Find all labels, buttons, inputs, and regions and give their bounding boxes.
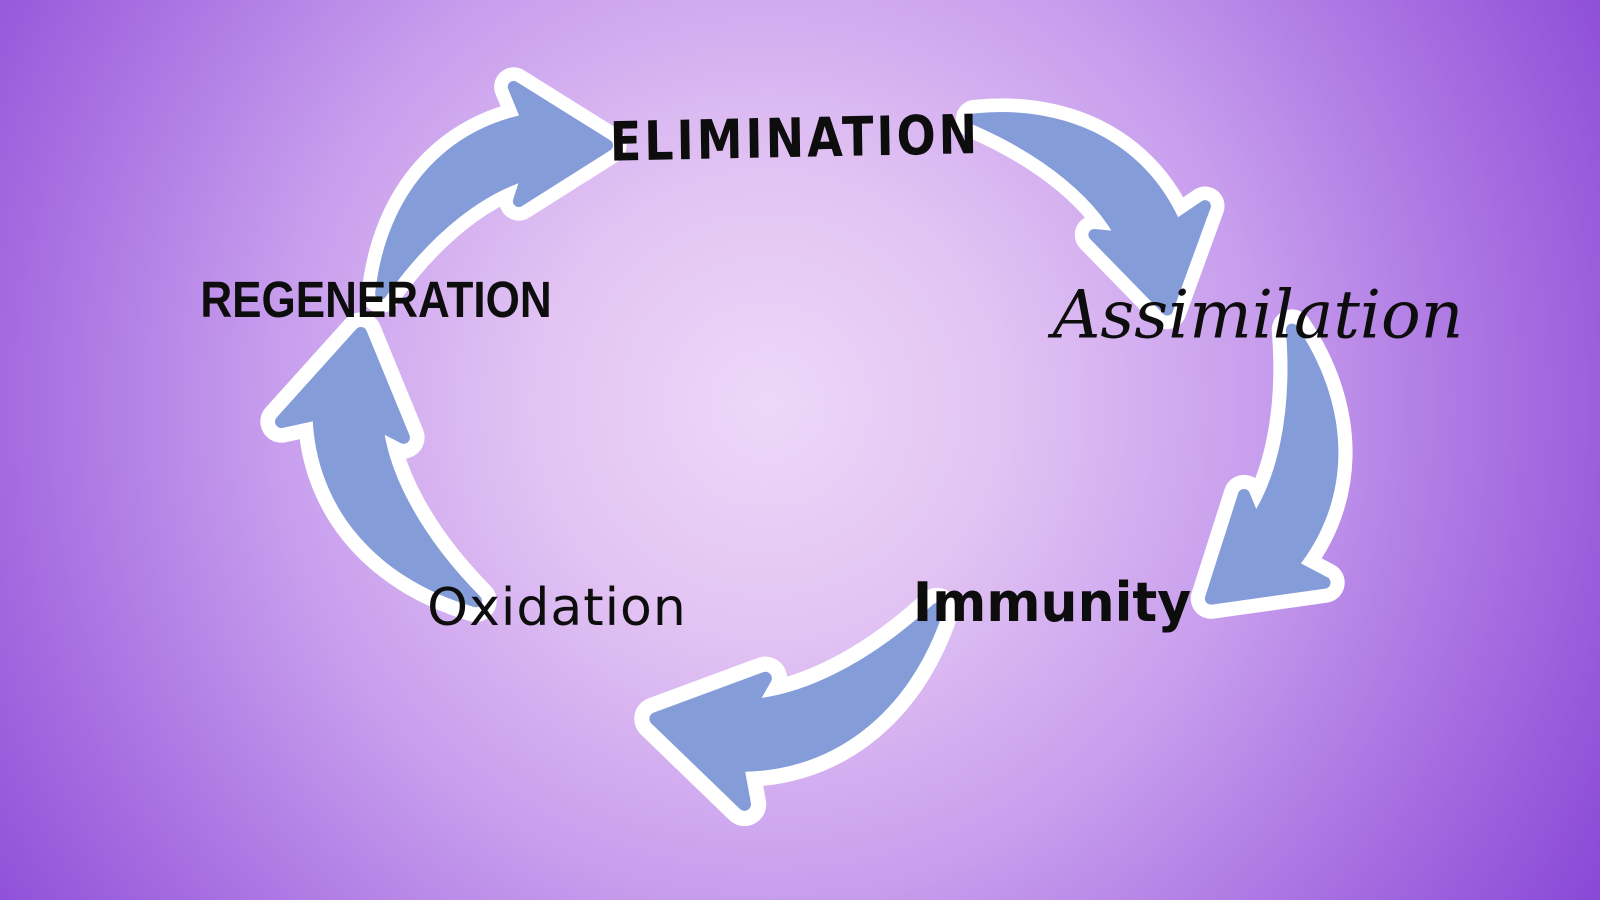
arrow-oxidation-to-regeneration (238, 330, 518, 610)
arrow-immunity-to-oxidation (653, 561, 943, 851)
stage-label-oxidation: Oxidation (427, 578, 687, 638)
stage-label-assimilation: Assimilation (1052, 276, 1464, 354)
stage-label-elimination: ELIMINATION (609, 102, 981, 174)
stage-label-regeneration: REGENERATION (200, 272, 552, 329)
stage-label-immunity: Immunity (912, 571, 1192, 635)
